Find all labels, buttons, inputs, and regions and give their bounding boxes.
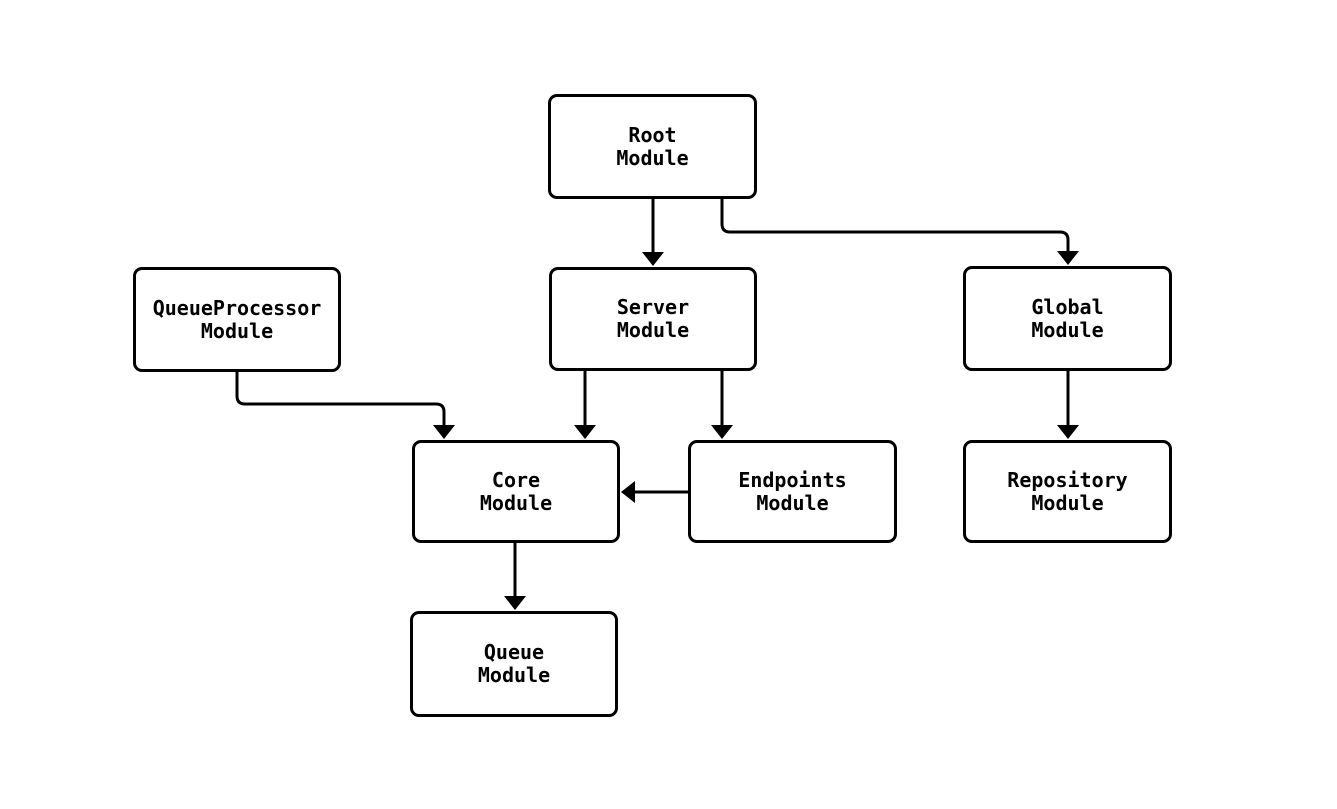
node-queueprocessor-module: QueueProcessor Module <box>133 267 341 372</box>
node-global-module-label: Global Module <box>1031 294 1104 342</box>
node-queue-module-label: Queue Module <box>477 640 551 687</box>
node-endpoints-module: Endpoints Module <box>688 440 897 543</box>
node-queueprocessor-module-label: QueueProcessor Module <box>152 295 322 343</box>
edge-root-to-global <box>720 199 1079 265</box>
node-server-module-label: Server Module <box>616 295 690 342</box>
node-core-module: Core Module <box>412 440 620 543</box>
node-endpoints-module-label: Endpoints Module <box>738 467 847 515</box>
edge-queueprocessor-to-core <box>235 372 455 439</box>
node-repository-module-label: Repository Module <box>1007 467 1128 515</box>
node-repository-module: Repository Module <box>963 440 1172 543</box>
node-root-module: Root Module <box>548 94 757 199</box>
node-global-module: Global Module <box>963 266 1172 371</box>
node-queue-module: Queue Module <box>410 611 618 717</box>
node-root-module-label: Root Module <box>616 122 689 170</box>
node-server-module: Server Module <box>549 267 757 371</box>
node-core-module-label: Core Module <box>479 467 553 515</box>
